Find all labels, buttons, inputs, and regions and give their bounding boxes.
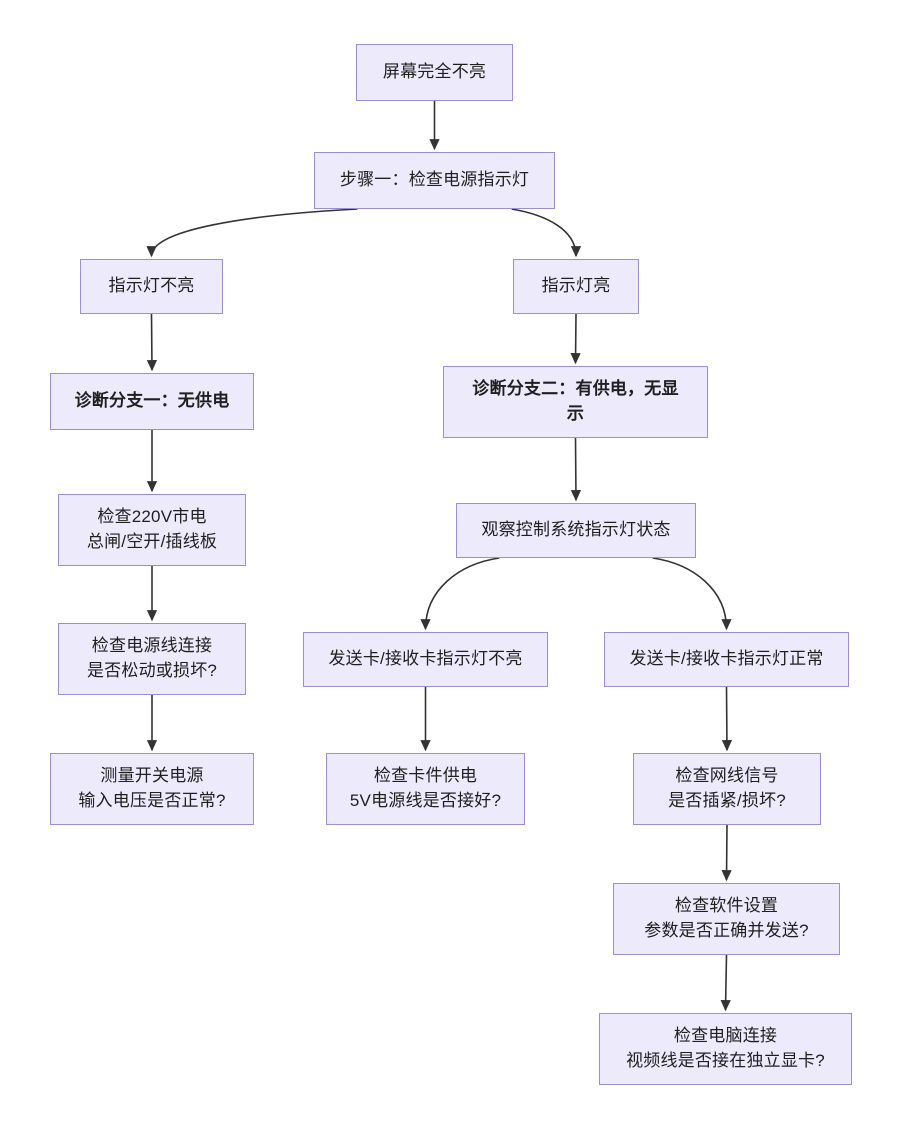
flow-node-n9[interactable]: 检查电源线连接 是否松动或损坏? xyxy=(58,623,246,695)
flow-node-n5[interactable]: 诊断分支一：无供电 xyxy=(50,373,254,430)
flow-node-n16[interactable]: 检查电脑连接 视频线是否接在独立显卡? xyxy=(599,1013,852,1085)
flow-node-label: 检查电源线连接 是否松动或损坏? xyxy=(86,636,218,680)
flow-edge-n2-to-n3 xyxy=(146,208,358,258)
flow-edge-n4-to-n6 xyxy=(570,313,581,365)
flow-node-n7[interactable]: 检查220V市电 总闸/空开/插线板 xyxy=(58,494,246,566)
flow-node-label: 测量开关电源 输入电压是否正常? xyxy=(78,766,226,810)
flow-node-label: 指示灯不亮 xyxy=(108,276,195,296)
flow-node-label: 检查软件设置 参数是否正确并发送? xyxy=(644,896,809,940)
flow-node-label: 诊断分支一：无供电 xyxy=(74,391,230,411)
flow-edge-n8-to-n10 xyxy=(420,557,500,631)
flow-edge-n6-to-n8 xyxy=(570,437,582,502)
flow-node-label: 检查网线信号 是否插紧/损坏? xyxy=(668,766,786,810)
flow-edge-n14-to-n15 xyxy=(721,824,732,882)
flow-node-label: 诊断分支二：有供电，无显 示 xyxy=(472,379,679,423)
flow-node-n8[interactable]: 观察控制系统指示灯状态 xyxy=(456,503,696,558)
flow-node-n14[interactable]: 检查网线信号 是否插紧/损坏? xyxy=(633,753,821,825)
flow-edge-n8-to-n11 xyxy=(652,557,732,631)
flow-node-label: 检查220V市电 总闸/空开/插线板 xyxy=(86,507,218,551)
flow-node-n10[interactable]: 发送卡/接收卡指示灯不亮 xyxy=(303,632,548,687)
flow-node-label: 发送卡/接收卡指示灯正常 xyxy=(629,649,824,669)
flow-node-label: 指示灯亮 xyxy=(541,276,611,296)
flow-node-n11[interactable]: 发送卡/接收卡指示灯正常 xyxy=(604,632,849,687)
flow-node-label: 步骤一：检查电源指示灯 xyxy=(339,170,530,190)
flow-node-label: 检查卡件供电 5V电源线是否接好? xyxy=(349,766,502,810)
flow-node-n15[interactable]: 检查软件设置 参数是否正确并发送? xyxy=(613,883,840,955)
flow-node-n4[interactable]: 指示灯亮 xyxy=(513,259,639,314)
flow-node-label: 观察控制系统指示灯状态 xyxy=(481,520,671,540)
flow-node-n12[interactable]: 测量开关电源 输入电压是否正常? xyxy=(50,753,254,825)
flow-node-label: 发送卡/接收卡指示灯不亮 xyxy=(328,649,523,669)
flow-edge-n11-to-n14 xyxy=(721,686,733,752)
flow-edge-n3-to-n5 xyxy=(146,313,158,372)
flow-edge-n15-to-n16 xyxy=(720,954,731,1012)
flow-node-n3[interactable]: 指示灯不亮 xyxy=(80,259,223,314)
flow-edge-n2-to-n4 xyxy=(511,208,582,258)
flow-node-n6[interactable]: 诊断分支二：有供电，无显 示 xyxy=(443,366,708,438)
flow-node-label: 检查电脑连接 视频线是否接在独立显卡? xyxy=(626,1026,825,1070)
flow-node-n13[interactable]: 检查卡件供电 5V电源线是否接好? xyxy=(326,753,525,825)
flow-node-n2[interactable]: 步骤一：检查电源指示灯 xyxy=(314,152,555,209)
flow-node-n1[interactable]: 屏幕完全不亮 xyxy=(356,44,513,101)
flow-node-label: 屏幕完全不亮 xyxy=(382,62,487,82)
